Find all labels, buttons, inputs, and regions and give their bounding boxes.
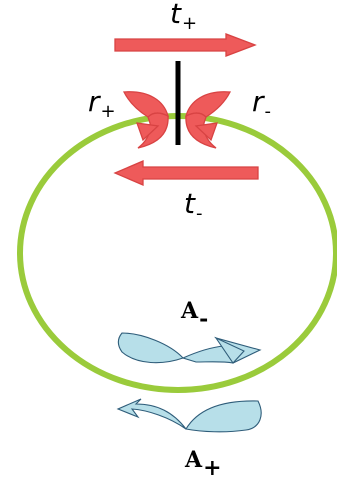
r-minus-label: r- <box>252 85 271 121</box>
r-plus-base: r <box>88 85 100 118</box>
a-minus-base: A <box>181 298 199 324</box>
a-plus-base: A <box>185 447 203 473</box>
t-plus-label: t+ <box>170 0 197 33</box>
t-minus-label: t- <box>184 187 202 223</box>
bottom-left-arrow-icon <box>113 160 259 186</box>
right-red-flow-icon <box>184 91 232 149</box>
t-plus-base: t <box>170 0 181 30</box>
upper-blue-loop-icon <box>117 332 262 364</box>
r-plus-label: r+ <box>88 85 116 121</box>
left-red-flow-icon <box>122 91 170 149</box>
r-plus-sub: + <box>100 101 116 122</box>
a-minus-sub: - <box>199 306 209 332</box>
a-plus-sub: + <box>203 455 222 481</box>
t-minus-sub: - <box>195 203 203 224</box>
green-ring <box>17 113 337 393</box>
lower-blue-loop-icon <box>116 398 262 433</box>
r-minus-sub: - <box>264 101 272 122</box>
r-minus-base: r <box>252 85 264 118</box>
top-right-arrow-icon <box>114 33 257 57</box>
t-plus-sub: + <box>181 13 198 34</box>
a-minus-label: A- <box>181 298 208 330</box>
a-plus-label: A+ <box>185 447 222 479</box>
t-minus-base: t <box>184 187 195 220</box>
